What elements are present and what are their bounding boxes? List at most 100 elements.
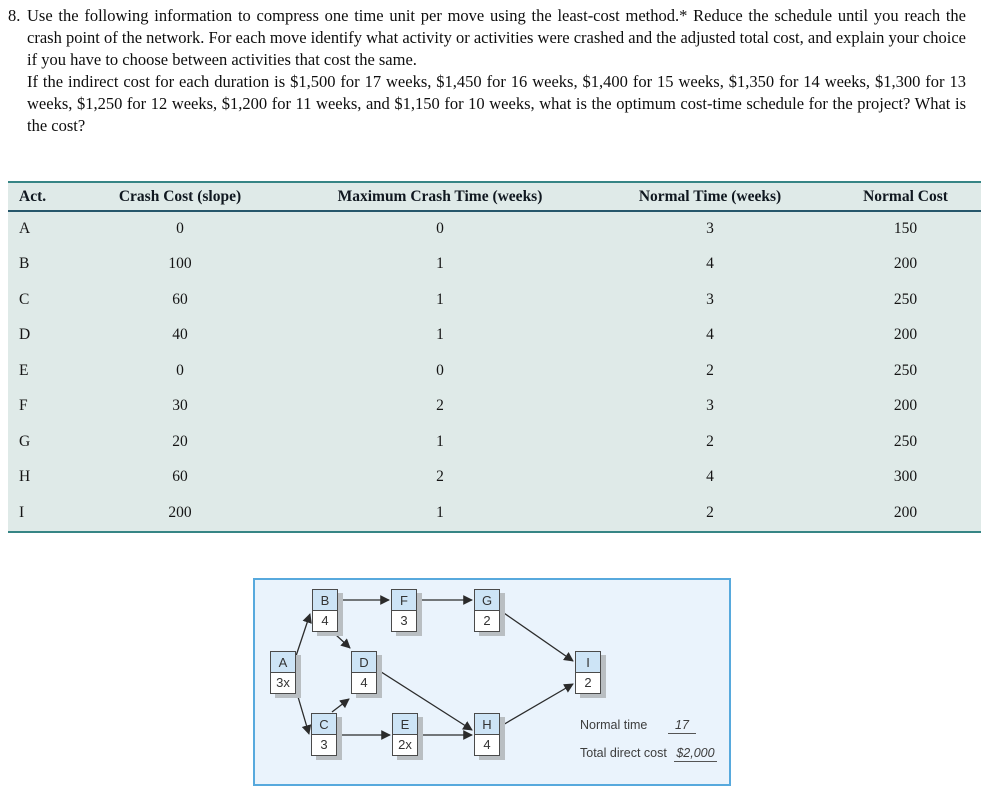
cell-normal-cost: 250 [893, 290, 918, 308]
node-duration: 2x [392, 733, 418, 756]
edge-c-d [331, 698, 350, 713]
cell-max-crash-time: 0 [436, 220, 444, 238]
activity-node-i: I 2 [575, 651, 601, 694]
cell-max-crash-time: 1 [436, 326, 444, 344]
cell-act: I [19, 503, 25, 521]
cell-normal-cost: 250 [893, 432, 918, 450]
table-row: B 100 1 4 200 [8, 247, 981, 283]
table-row: A 0 0 3 150 [8, 211, 981, 247]
cell-normal-cost: 250 [893, 361, 918, 379]
cell-crash-cost: 40 [172, 326, 188, 344]
network-edges [295, 595, 574, 740]
table-row: G 20 1 2 250 [8, 424, 981, 460]
activity-node-f: F 3 [391, 589, 417, 632]
node-duration: 4 [351, 671, 377, 694]
total-direct-cost-value: $2,000 [674, 746, 717, 762]
node-duration: 3x [270, 671, 296, 694]
header-crash-cost: Crash Cost (slope) [70, 183, 290, 212]
cell-crash-cost: 0 [176, 220, 184, 238]
problem-section: 8. Use the following information to comp… [8, 5, 966, 137]
table-row: H 60 2 4 300 [8, 460, 981, 496]
node-letter: C [311, 713, 337, 735]
problem-paragraph-2: If the indirect cost for each duration i… [27, 72, 966, 135]
cell-normal-cost: 150 [893, 220, 918, 238]
header-act: Act. [8, 183, 70, 212]
cell-normal-time: 2 [706, 361, 714, 379]
activity-node-a: A 3x [270, 651, 296, 694]
cell-act: F [19, 397, 28, 415]
cell-normal-cost: 200 [893, 255, 918, 273]
table-row: D 40 1 4 200 [8, 318, 981, 354]
activity-node-e: E 2x [392, 713, 418, 756]
cell-normal-cost: 200 [893, 503, 918, 521]
cell-max-crash-time: 2 [436, 468, 444, 486]
table-row: C 60 1 3 250 [8, 282, 981, 318]
node-duration: 2 [575, 671, 601, 694]
edge-g-i [500, 610, 574, 662]
node-duration: 2 [474, 609, 500, 632]
cell-act: H [19, 468, 31, 486]
activity-node-h: H 4 [474, 713, 500, 756]
cell-normal-time: 4 [706, 468, 714, 486]
cell-max-crash-time: 1 [436, 503, 444, 521]
cell-normal-time: 3 [706, 290, 714, 308]
cell-crash-cost: 0 [176, 361, 184, 379]
node-duration: 3 [311, 733, 337, 756]
node-letter: B [312, 589, 338, 611]
cell-normal-time: 3 [706, 397, 714, 415]
problem-text: Use the following information to compres… [27, 5, 966, 137]
cell-crash-cost: 30 [172, 397, 188, 415]
activity-node-g: G 2 [474, 589, 500, 632]
table-row: F 30 2 3 200 [8, 389, 981, 425]
node-letter: E [392, 713, 418, 735]
cell-normal-cost: 200 [893, 326, 918, 344]
node-letter: G [474, 589, 500, 611]
cell-crash-cost: 200 [168, 503, 192, 521]
node-letter: I [575, 651, 601, 673]
cell-max-crash-time: 0 [436, 361, 444, 379]
edge-d-h [377, 669, 473, 731]
edge-a-c [295, 689, 312, 735]
problem-number: 8. [8, 6, 21, 25]
normal-time-row: Normal time 17 [580, 718, 696, 734]
node-letter: F [391, 589, 417, 611]
edge-a-b [295, 613, 312, 657]
cell-normal-time: 4 [706, 255, 714, 273]
cell-normal-time: 2 [706, 432, 714, 450]
activity-network-diagram: A 3x B 4 C 3 D 4 E 2x F 3 G 2 H 4 I 2 No… [253, 578, 731, 786]
cell-act: B [19, 255, 30, 273]
cell-normal-cost: 300 [893, 468, 918, 486]
cell-normal-cost: 200 [893, 397, 918, 415]
cell-act: C [19, 290, 30, 308]
cell-normal-time: 4 [706, 326, 714, 344]
node-duration: 3 [391, 609, 417, 632]
header-max-crash-time: Maximum Crash Time (weeks) [290, 183, 590, 212]
cell-crash-cost: 60 [172, 290, 188, 308]
edge-h-i [500, 683, 574, 727]
total-direct-cost-row: Total direct cost $2,000 [580, 746, 717, 762]
cell-max-crash-time: 1 [436, 432, 444, 450]
normal-time-label: Normal time [580, 718, 648, 732]
cell-max-crash-time: 1 [436, 290, 444, 308]
node-letter: H [474, 713, 500, 735]
table-row: E 0 0 2 250 [8, 353, 981, 389]
cell-crash-cost: 60 [172, 468, 188, 486]
cell-normal-time: 3 [706, 220, 714, 238]
activity-node-b: B 4 [312, 589, 338, 632]
activity-node-c: C 3 [311, 713, 337, 756]
table-row: I 200 1 2 200 [8, 495, 981, 531]
cell-max-crash-time: 2 [436, 397, 444, 415]
cell-max-crash-time: 1 [436, 255, 444, 273]
cell-crash-cost: 20 [172, 432, 188, 450]
total-direct-cost-label: Total direct cost [580, 746, 667, 760]
problem-paragraph-1: Use the following information to compres… [27, 6, 966, 69]
table-header-row: Act. Crash Cost (slope) Maximum Crash Ti… [8, 183, 981, 212]
edge-b-d [334, 633, 351, 649]
node-letter: D [351, 651, 377, 673]
activity-cost-table: Act. Crash Cost (slope) Maximum Crash Ti… [8, 181, 981, 533]
cell-act: D [19, 326, 31, 344]
activity-node-d: D 4 [351, 651, 377, 694]
cell-act: G [19, 432, 31, 450]
node-letter: A [270, 651, 296, 673]
node-duration: 4 [474, 733, 500, 756]
